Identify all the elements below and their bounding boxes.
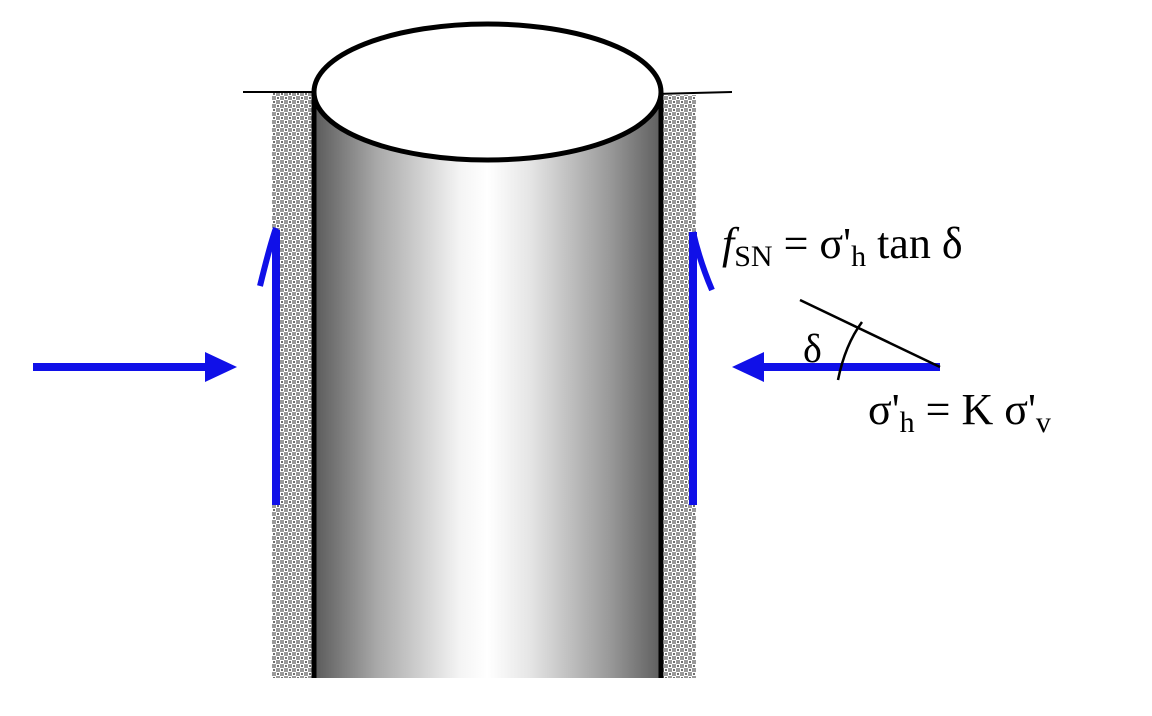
stress-middle: = K σ' xyxy=(915,385,1036,434)
friction-sigma-subscript: h xyxy=(851,240,866,273)
friction-arrow-left-head xyxy=(257,227,279,287)
friction-symbol-subscript: SN xyxy=(734,240,772,273)
friction-sigma: σ' xyxy=(819,219,851,268)
stress-lhs-subscript: h xyxy=(900,406,915,439)
horizontal-stress-equation: σ'h = K σ'v xyxy=(868,385,1051,439)
friction-equation: fSN = σ'h tan δ xyxy=(722,219,963,273)
horizontal-arrow-right-head xyxy=(732,352,764,382)
pile-top xyxy=(311,21,664,163)
resultant-line xyxy=(799,298,941,369)
friction-tail: tan δ xyxy=(866,219,963,268)
stress-rhs-subscript: v xyxy=(1036,406,1051,439)
pile-shaft xyxy=(314,92,661,678)
angle-label: δ xyxy=(803,326,822,371)
angle-arc xyxy=(836,321,864,381)
stress-lhs: σ' xyxy=(868,385,900,434)
ground-line-right xyxy=(654,91,733,95)
friction-eq-sign: = xyxy=(773,219,820,268)
horizontal-arrow-left-head xyxy=(205,352,237,382)
friction-arrow-right-head xyxy=(690,231,715,292)
